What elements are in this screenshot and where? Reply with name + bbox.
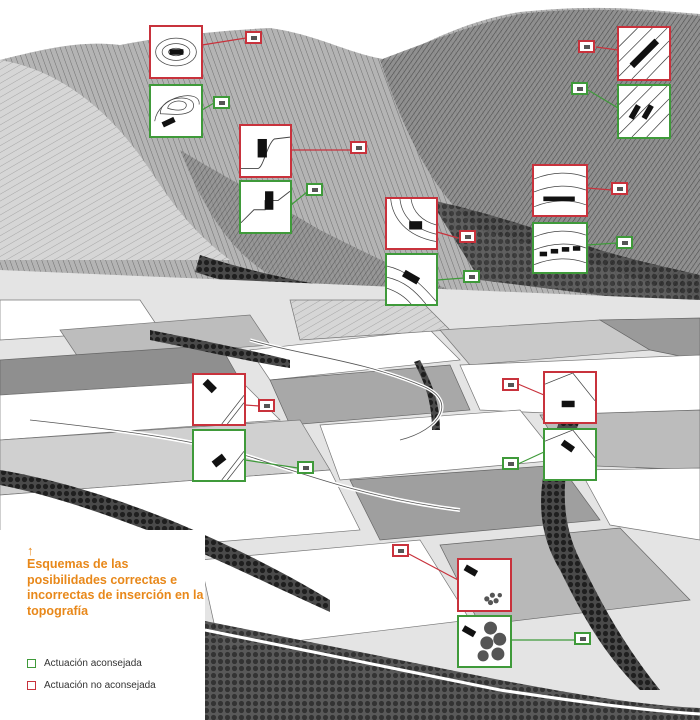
scheme-advised-hilltop: [149, 84, 203, 138]
scheme-not-advised-right-slope: [532, 164, 588, 217]
location-marker-ridge-advised: [571, 82, 588, 95]
scheme-not-advised-plain-left: [192, 373, 246, 426]
scheme-not-advised-riverside: [457, 558, 512, 612]
location-marker-hilltop-not-advised: [245, 31, 262, 44]
location-marker-riverside-advised: [574, 632, 591, 645]
location-marker-ridge-not-advised: [578, 40, 595, 53]
scheme-not-advised-hilltop: [149, 25, 203, 79]
location-marker-plain-left-advised: [297, 461, 314, 474]
scheme-advised-mid-slope: [385, 253, 438, 306]
location-marker-slope-cut-advised: [306, 183, 323, 196]
scheme-not-advised-plain-right: [543, 371, 597, 424]
location-marker-right-slope-not-advised: [611, 182, 628, 195]
scheme-not-advised-ridge: [617, 26, 671, 81]
legend-swatch-advised-icon: [27, 658, 36, 668]
location-marker-mid-slope-not-advised: [459, 230, 476, 243]
caption-arrow-icon: ↑: [27, 543, 34, 558]
scheme-advised-ridge: [617, 84, 671, 139]
legend-swatch-not-advised-icon: [27, 680, 36, 690]
location-marker-hilltop-advised: [213, 96, 230, 109]
location-marker-plain-right-advised: [502, 457, 519, 470]
scheme-advised-slope-cut: [239, 180, 292, 234]
location-marker-riverside-not-advised: [392, 544, 409, 557]
legend-item-not-advised: Actuación no aconsejada: [27, 678, 156, 692]
legend-label-not-advised: Actuación no aconsejada: [44, 679, 156, 691]
location-marker-slope-cut-not-advised: [350, 141, 367, 154]
location-marker-plain-left-not-advised: [258, 399, 275, 412]
caption-title: Esquemas de las posibilidades correctas …: [27, 557, 204, 618]
legend-label-advised: Actuación aconsejada: [44, 657, 142, 669]
location-marker-right-slope-advised: [616, 236, 633, 249]
scheme-advised-plain-right: [543, 428, 597, 481]
location-marker-mid-slope-advised: [463, 270, 480, 283]
scheme-advised-right-slope: [532, 222, 588, 274]
scheme-not-advised-mid-slope: [385, 197, 438, 250]
scheme-advised-riverside: [457, 615, 512, 668]
legend-item-advised: Actuación aconsejada: [27, 656, 142, 670]
scheme-advised-plain-left: [192, 429, 246, 482]
scheme-not-advised-slope-cut: [239, 124, 292, 178]
location-marker-plain-right-not-advised: [502, 378, 519, 391]
